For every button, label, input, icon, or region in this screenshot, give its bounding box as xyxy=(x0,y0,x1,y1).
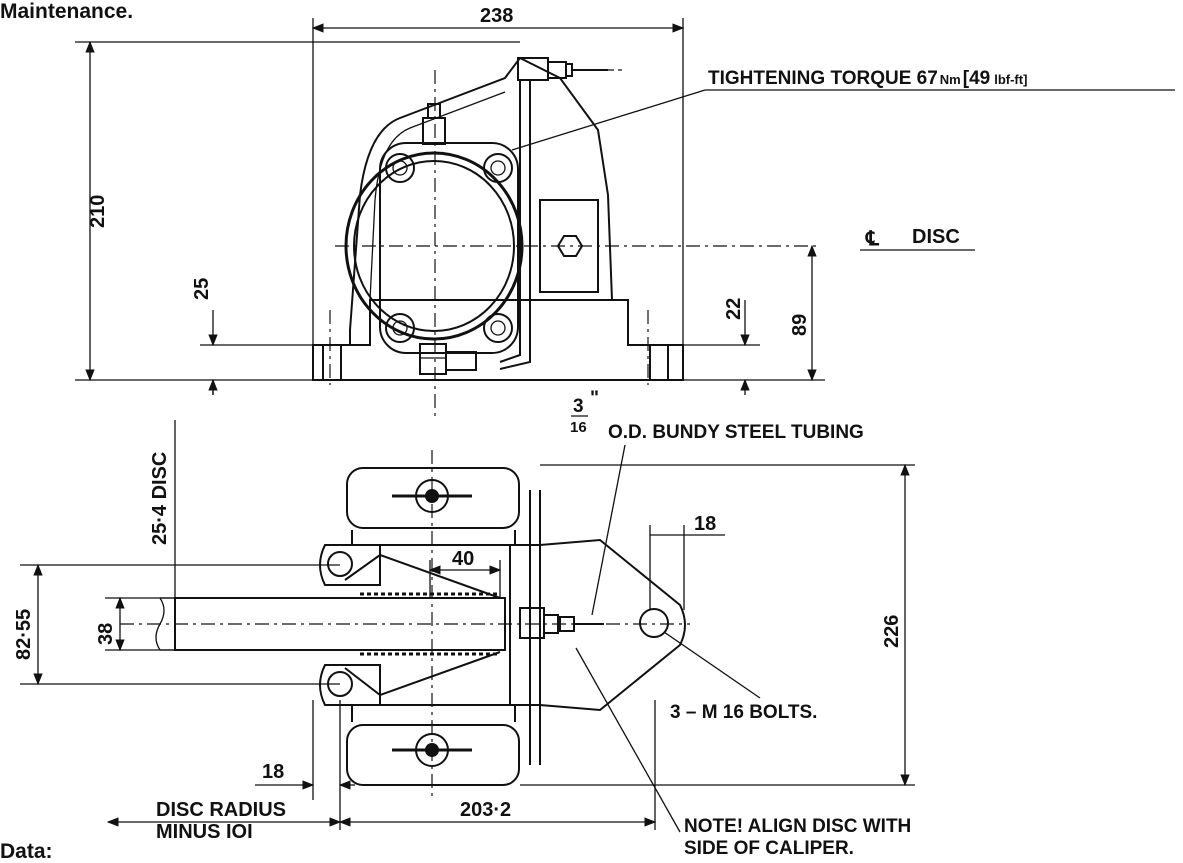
dim-right-22: 22 xyxy=(723,298,745,320)
dim-226: 226 xyxy=(881,615,903,648)
top-view-elevation: 238 210 25 22 89 ℄ DISC TIGHTENING TORQU… xyxy=(75,5,1175,420)
dim-width-238: 238 xyxy=(480,5,513,27)
disc-radius-minus-label: MINUS IOI xyxy=(156,821,253,843)
dim-left-height-82-55: 82·55 xyxy=(13,609,35,660)
torque-unit-imperial: lbf-ft] xyxy=(994,72,1027,87)
torque-note-prefix: TIGHTENING TORQUE 67 xyxy=(708,68,938,89)
tubing-fraction-den: 16 xyxy=(570,419,587,436)
dim-bolt-height-25: 25 xyxy=(191,278,213,300)
align-note-line2: SIDE OF CALIPER. xyxy=(684,838,854,859)
dim-18-left: 18 xyxy=(262,761,284,783)
centre-disc-symbol: ℄ xyxy=(865,228,880,250)
tubing-label: O.D. BUNDY STEEL TUBING xyxy=(608,422,864,443)
dim-inner-height-38: 38 xyxy=(95,623,117,645)
centre-disc-label: DISC xyxy=(912,226,960,248)
align-note-line1: NOTE! ALIGN DISC WITH xyxy=(684,816,911,837)
dim-18-right: 18 xyxy=(694,513,716,535)
bottom-view-plan: 25·4 DISC 82·55 38 40 18 226 3 16 " O.D.… xyxy=(13,388,915,859)
tubing-inch-mark: " xyxy=(590,388,599,409)
dim-centre-height-89: 89 xyxy=(789,314,811,336)
dim-40: 40 xyxy=(452,548,474,570)
section-heading-maintenance: Maintenance. xyxy=(0,0,133,23)
torque-value-imperial: [49 xyxy=(963,68,990,89)
dim-disc-thickness: 25·4 DISC xyxy=(149,452,171,545)
torque-unit-nm: Nm xyxy=(940,72,961,87)
dim-height-210: 210 xyxy=(87,195,109,228)
tubing-fraction-num: 3 xyxy=(573,396,584,417)
section-heading-data: Data: xyxy=(0,840,53,863)
bolts-note: 3 – M 16 BOLTS. xyxy=(670,702,817,723)
disc-radius-label: DISC RADIUS xyxy=(156,799,286,821)
dim-203-2: 203·2 xyxy=(460,799,511,821)
